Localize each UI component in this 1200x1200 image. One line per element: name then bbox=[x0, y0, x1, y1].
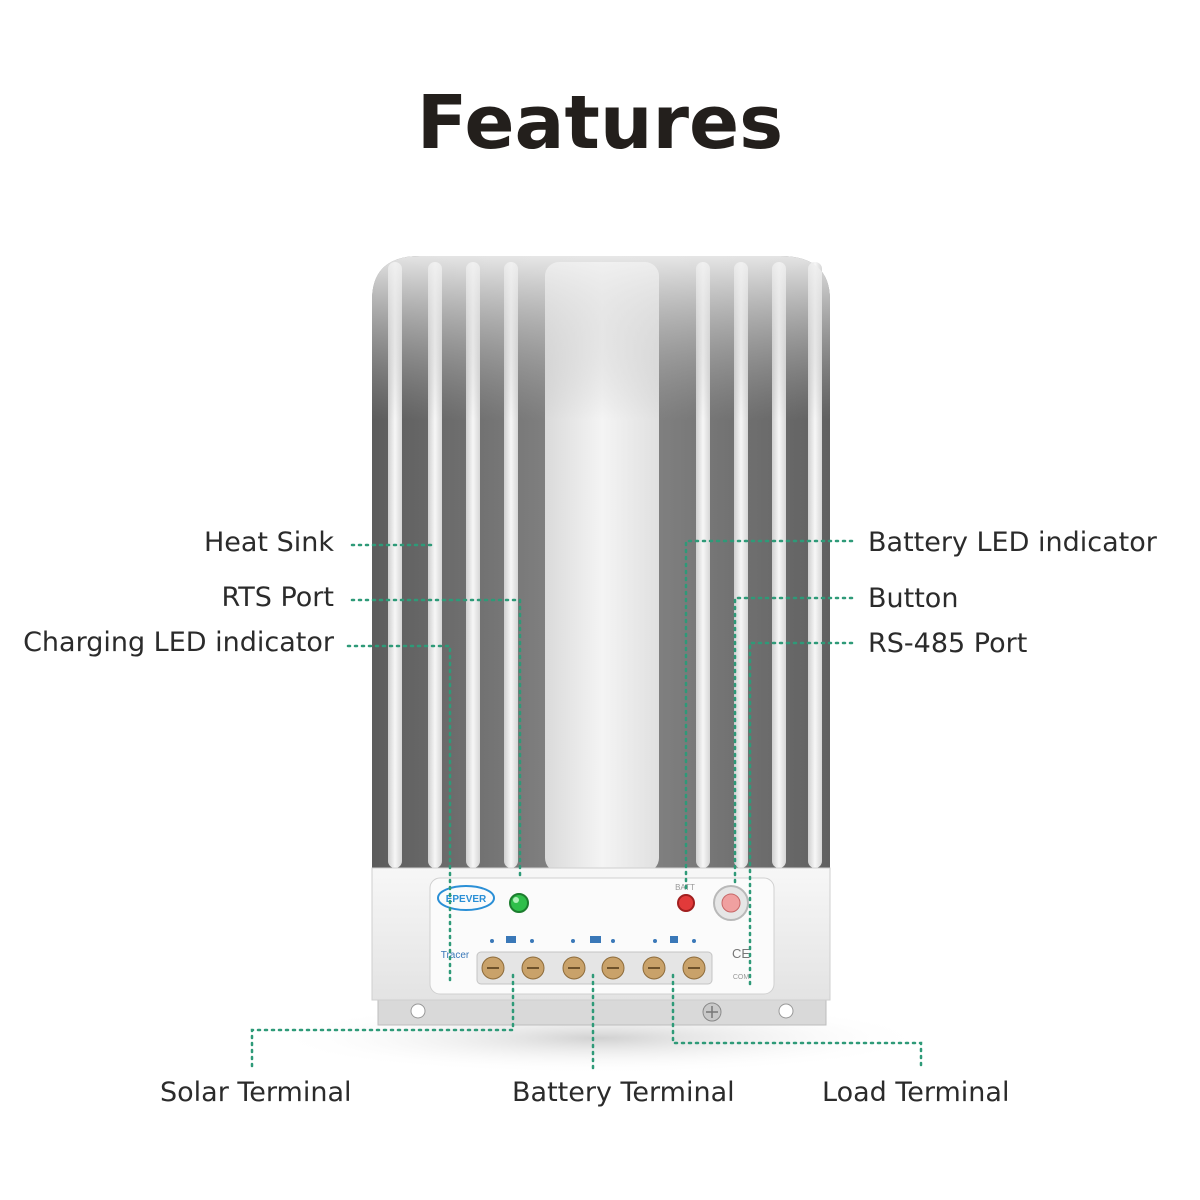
model-text: Tracer bbox=[441, 950, 470, 961]
load-terminal-leader bbox=[671, 973, 923, 1070]
battery-terminal-label: Battery Terminal bbox=[512, 1077, 735, 1108]
rts-port-leader bbox=[350, 598, 522, 882]
com-mark: COM bbox=[733, 974, 750, 981]
button-cap bbox=[721, 893, 741, 913]
load-terminal-label: Load Terminal bbox=[822, 1077, 1010, 1108]
button-label: Button bbox=[868, 583, 959, 614]
page-title: Features bbox=[416, 80, 784, 166]
solar-terminal-leader bbox=[250, 973, 515, 1070]
heat-sink bbox=[372, 256, 830, 880]
battery-led-label: Battery LED indicator bbox=[868, 527, 1157, 558]
charging-led-label: Charging LED indicator bbox=[23, 627, 334, 658]
charging-led-leader bbox=[346, 644, 452, 987]
brand-logo bbox=[437, 885, 495, 911]
rs485-leader bbox=[748, 641, 854, 987]
button-leader bbox=[733, 596, 854, 887]
ce-mark: CE bbox=[732, 946, 750, 961]
battery-led bbox=[677, 894, 695, 912]
terminal-icons bbox=[490, 936, 696, 943]
solar-terminal-label: Solar Terminal bbox=[160, 1077, 352, 1108]
heat-sink-label: Heat Sink bbox=[203, 527, 334, 558]
rs485-port-label: RS-485 Port bbox=[868, 628, 1028, 659]
brand-text: EPEVER bbox=[446, 894, 487, 905]
mount-hole-right bbox=[778, 1003, 794, 1019]
rts-port-label: RTS Port bbox=[221, 582, 334, 613]
battery-led-leader bbox=[684, 539, 854, 892]
mount-hole-left bbox=[410, 1003, 426, 1019]
